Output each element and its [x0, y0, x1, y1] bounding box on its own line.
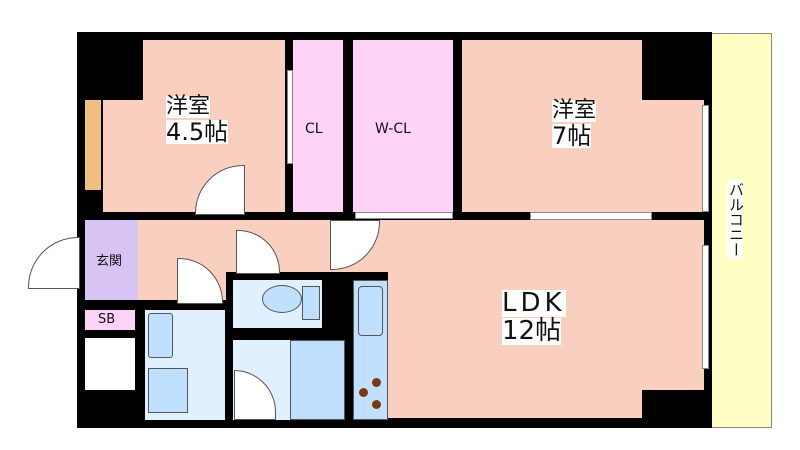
closet-label: CL [305, 121, 323, 137]
column [642, 32, 712, 100]
toilet-tank-icon [302, 286, 320, 320]
entrance-label: 玄関 [96, 254, 123, 269]
shoe-box [85, 310, 135, 330]
room-name: 洋室 [166, 94, 211, 119]
entrance [85, 220, 138, 300]
window [85, 100, 101, 190]
room-size: 7帖 [552, 122, 592, 150]
room-name: LDK [502, 288, 566, 318]
walk-in-closet-label: W-CL [375, 121, 411, 137]
column [642, 390, 712, 428]
room-size: 12帖 [502, 316, 562, 346]
walk-in-closet-door[interactable] [355, 212, 453, 219]
sink-icon [358, 286, 383, 336]
column [77, 32, 143, 100]
closet-door[interactable] [287, 70, 293, 164]
window[interactable] [702, 245, 709, 369]
stove-burner-icon [372, 378, 381, 387]
closet [293, 40, 343, 212]
stove-burner-icon [359, 388, 368, 397]
washbasin-icon [148, 313, 173, 358]
sliding-door[interactable] [530, 212, 652, 220]
washing-machine-icon [148, 368, 188, 413]
balcony-label: バルコニー [727, 180, 745, 259]
shoe-box-label: SB [98, 312, 116, 327]
storage [85, 338, 135, 390]
room-size: 4.5帖 [166, 118, 229, 146]
bathtub-icon [290, 340, 345, 420]
stove-burner-icon [372, 400, 381, 409]
toilet-icon [262, 285, 302, 313]
front-door[interactable] [28, 237, 80, 289]
room-name: 洋室 [552, 98, 597, 123]
window[interactable] [702, 105, 709, 212]
walk-in-closet [353, 40, 453, 212]
